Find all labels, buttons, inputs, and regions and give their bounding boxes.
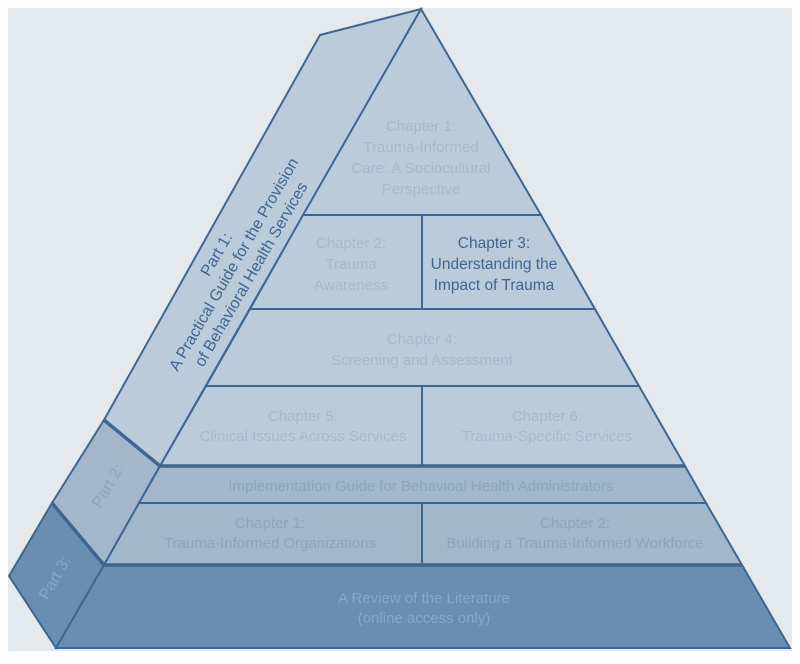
- block-p1-ch5-line: Chapter 5:: [268, 408, 338, 425]
- block-p1-ch1-line: Care: A Sociocultural: [351, 160, 490, 177]
- block-p1-ch3-line: Impact of Trauma: [434, 277, 555, 294]
- block-p2-ch1-line: Chapter 1:: [235, 515, 305, 532]
- block-p1-ch3-line: Understanding the: [431, 256, 558, 273]
- block-p2-header-line: Implementation Guide for Behavioal Healt…: [228, 478, 613, 495]
- block-p1-ch4-line: Chapter 4:: [387, 331, 457, 348]
- block-p2-ch2[interactable]: [421, 502, 744, 566]
- block-p1-ch6[interactable]: [421, 385, 687, 467]
- block-p1-ch6-line: Trauma-Specific Services: [462, 428, 632, 445]
- part-divider-1: [102, 418, 162, 468]
- block-p1-ch1-line: Trauma-Informed: [363, 139, 478, 156]
- block-p1-ch4-line: Screening and Assessment: [331, 352, 514, 369]
- block-p1-ch1-line: Perspective: [382, 181, 460, 198]
- block-p1-ch2-line: Chapter 2:: [316, 235, 386, 252]
- block-p2-ch2-line: Building a Trauma-Informed Workforce: [446, 535, 703, 552]
- block-p2-ch2-line: Chapter 2:: [540, 515, 610, 532]
- block-p1-ch5[interactable]: [158, 385, 423, 467]
- block-p3-literature-line: (online access only): [358, 610, 491, 627]
- block-p2-ch1[interactable]: [102, 502, 423, 566]
- block-p2-ch1-line: Trauma-Informed Organizations: [164, 535, 376, 552]
- block-p1-ch2-line: Trauma: [325, 256, 377, 273]
- block-p3-literature-line: A Review of the Literature: [338, 590, 510, 607]
- block-p1-ch2-line: Awareness: [314, 277, 388, 294]
- block-p1-ch1-line: Chapter 1:: [386, 118, 456, 135]
- part-divider-2: [50, 501, 106, 567]
- block-p1-ch6-line: Chapter 6:: [512, 408, 582, 425]
- block-p1-ch3-line: Chapter 3:: [458, 235, 530, 252]
- block-p1-ch5-line: Clinical Issues Across Services: [200, 428, 407, 445]
